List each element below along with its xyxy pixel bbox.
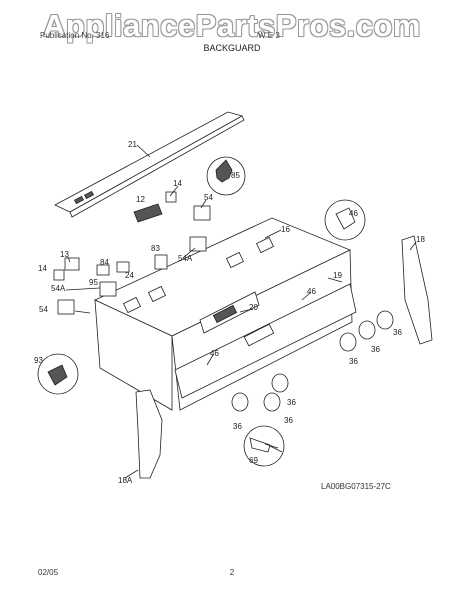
control-board[interactable] [199, 291, 260, 334]
callout-36: 36 [349, 357, 358, 366]
figure-id: LA00BG07315-27C [321, 482, 391, 491]
part-13[interactable] [64, 257, 80, 271]
callout-20: 20 [249, 303, 258, 312]
publication-header: Publication No. 316 [40, 31, 110, 40]
part-14-top[interactable] [165, 191, 177, 203]
part-14-left[interactable] [53, 269, 65, 281]
switch-54[interactable] [193, 205, 211, 221]
callout-54a-left: 54A [51, 284, 66, 293]
overlay-panel[interactable] [174, 283, 357, 399]
callout-12: 12 [136, 195, 145, 204]
callout-36: 36 [287, 398, 296, 407]
callout-19: 19 [333, 271, 342, 280]
footer-date: 02/05 [38, 568, 59, 577]
callout-93: 93 [34, 356, 43, 365]
part-84[interactable] [96, 264, 110, 276]
trim-strip[interactable] [54, 111, 245, 218]
callout-21: 21 [128, 140, 137, 149]
callout-18a: 18A [118, 476, 133, 485]
callout-85: 85 [231, 171, 240, 180]
callout-18: 18 [416, 235, 425, 244]
callout-13: 13 [60, 250, 69, 259]
part-85-detail[interactable] [206, 156, 246, 196]
callout-54: 54 [204, 193, 213, 202]
callout-14: 14 [173, 179, 182, 188]
callout-14-left: 14 [38, 264, 47, 273]
knob[interactable] [376, 310, 394, 330]
knob[interactable] [339, 332, 357, 352]
callout-95: 95 [89, 278, 98, 287]
model-header: W E 3 [258, 31, 280, 40]
callout-36: 36 [393, 328, 402, 337]
knob[interactable] [358, 320, 376, 340]
callout-24: 24 [125, 271, 134, 280]
part-46-detail[interactable] [324, 199, 366, 241]
part-83[interactable] [154, 254, 168, 270]
knob[interactable] [263, 392, 281, 412]
callout-16: 16 [281, 225, 290, 234]
callout-36: 36 [371, 345, 380, 354]
end-cap-right[interactable] [401, 235, 433, 345]
footer-page-number: 2 [229, 568, 235, 577]
callout-83: 83 [151, 244, 160, 253]
callout-54-left: 54 [39, 305, 48, 314]
harness-12[interactable] [133, 203, 163, 223]
callout-36: 36 [284, 416, 293, 425]
switch-54a-left[interactable] [99, 281, 117, 297]
callout-46-panel: 46 [307, 287, 316, 296]
end-cap-left[interactable] [135, 389, 163, 479]
callout-36: 36 [233, 422, 242, 431]
knob[interactable] [271, 373, 289, 393]
switch-54a-top[interactable] [189, 236, 207, 252]
knob[interactable] [231, 392, 249, 412]
page-title: BACKGUARD [203, 43, 261, 53]
callout-46: 46 [349, 209, 358, 218]
callout-54a-top: 54A [178, 254, 193, 263]
callout-69: 69 [249, 456, 258, 465]
part-24[interactable] [116, 261, 130, 273]
callout-46-overlay: 46 [210, 349, 219, 358]
part-93-detail[interactable] [37, 353, 79, 395]
switch-54-left[interactable] [57, 299, 75, 315]
callout-84: 84 [100, 258, 109, 267]
part-69-detail[interactable] [243, 425, 285, 467]
watermark: AppliancePartsPros.com [43, 8, 421, 43]
